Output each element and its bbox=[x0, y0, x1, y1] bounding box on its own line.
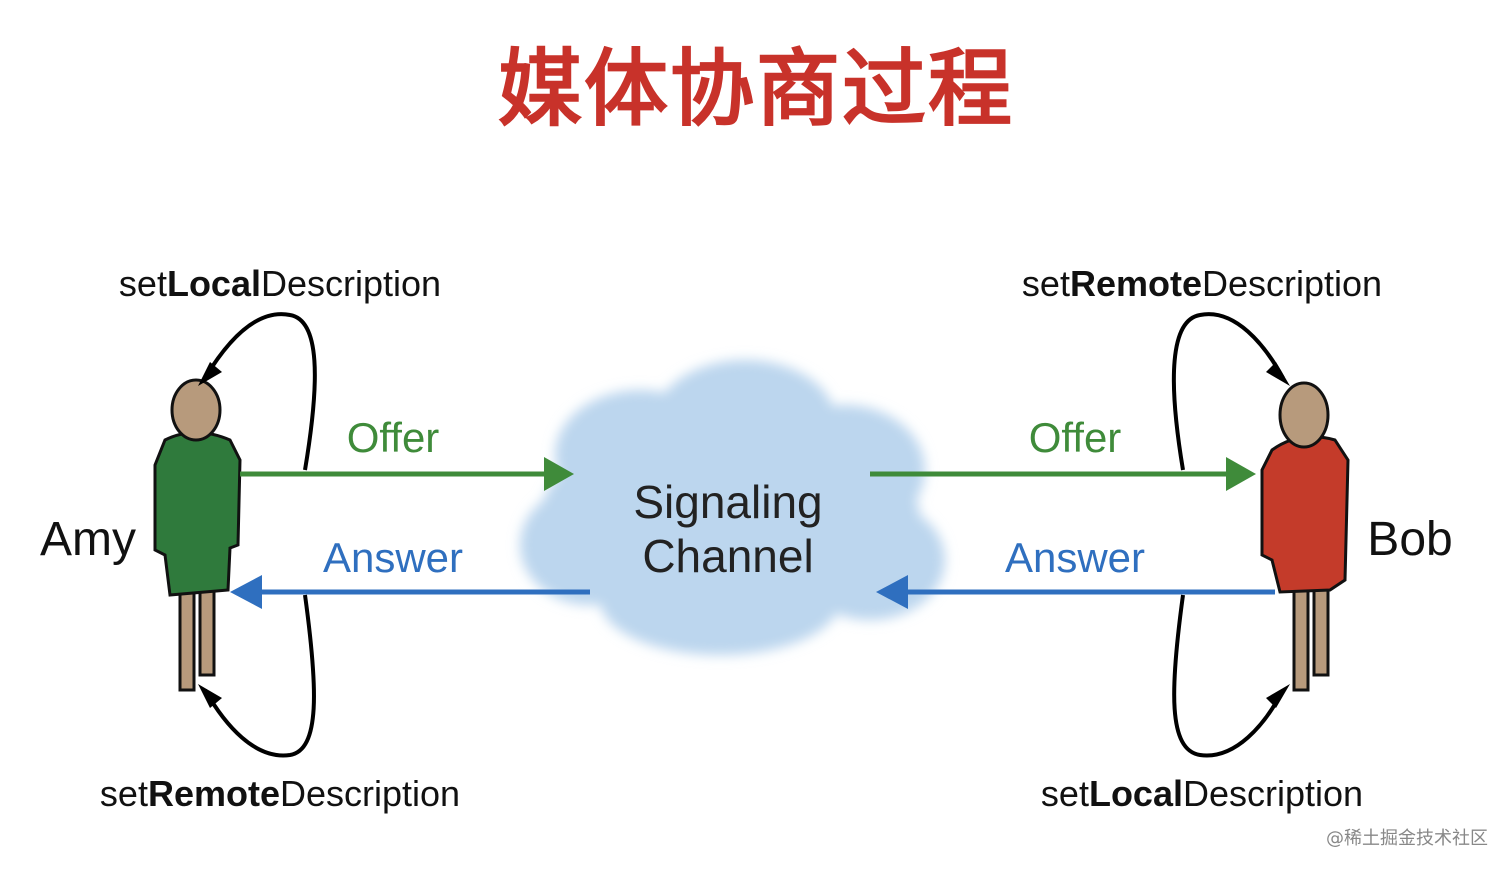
bob-figure bbox=[1260, 381, 1350, 692]
page-title: 媒体协商过程 bbox=[497, 40, 1014, 138]
watermark: @稀土掘金技术社区 bbox=[1326, 828, 1488, 849]
offer-label-left: Offer bbox=[347, 414, 440, 461]
cloud-label-line2: Channel bbox=[642, 530, 813, 582]
bob-set-local-arrowhead bbox=[1266, 684, 1290, 708]
bob-label: Bob bbox=[1367, 513, 1452, 566]
bob-set-remote-arrowhead bbox=[1266, 362, 1290, 386]
amy-set-remote-arrowhead bbox=[198, 684, 222, 708]
amy-set-local-arrowhead bbox=[198, 362, 222, 386]
bob-set-remote-arrow bbox=[1171, 312, 1285, 471]
offer-arrowhead-right bbox=[1226, 457, 1256, 491]
offer-arrowhead-left bbox=[544, 457, 574, 491]
amy-label: Amy bbox=[40, 513, 136, 566]
answer-label-right: Answer bbox=[1005, 534, 1145, 581]
signaling-cloud: Signaling Channel bbox=[520, 360, 945, 655]
amy-set-remote-description-label: setRemoteDescription bbox=[100, 773, 460, 814]
bob-set-local-description-label: setLocalDescription bbox=[1041, 773, 1363, 814]
amy-set-remote-arrow bbox=[203, 594, 316, 758]
amy-set-local-arrow bbox=[203, 312, 317, 471]
answer-label-left: Answer bbox=[323, 534, 463, 581]
amy-set-local-description-label: setLocalDescription bbox=[119, 263, 441, 304]
bob-set-remote-description-label: setRemoteDescription bbox=[1022, 263, 1382, 304]
answer-arrowhead-right bbox=[876, 575, 908, 609]
answer-arrowhead-left bbox=[230, 575, 262, 609]
cloud-label-line1: Signaling bbox=[633, 476, 822, 528]
bob-set-local-arrow bbox=[1172, 594, 1285, 758]
offer-label-right: Offer bbox=[1029, 414, 1122, 461]
amy-figure bbox=[153, 378, 242, 692]
